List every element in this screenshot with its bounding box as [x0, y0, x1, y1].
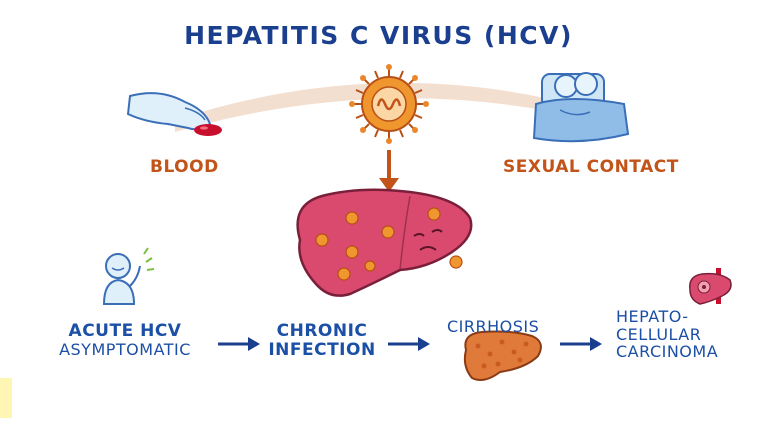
down-arrow-icon — [379, 150, 399, 192]
acute-hcv-stage: ACUTE HCV ASYMPTOMATIC — [55, 322, 195, 358]
waving-person-icon — [104, 248, 154, 304]
blood-label: BLOOD — [150, 158, 219, 177]
chronic-infection-stage: CHRONIC INFECTION — [262, 322, 382, 359]
diagram-title: HEPATITIS C VIRUS (HCV) — [0, 22, 757, 50]
hcc-stage: HEPATO- CELLULAR CARCINOMA — [616, 308, 746, 361]
infected-liver-icon — [298, 190, 472, 296]
asymptomatic-label: ASYMPTOMATIC — [55, 341, 195, 359]
cirrhosis-label: CIRRHOSIS — [447, 318, 539, 336]
sexual-contact-label: SEXUAL CONTACT — [503, 158, 679, 177]
cirrhotic-liver-icon — [465, 332, 541, 381]
infection-label: INFECTION — [262, 341, 382, 360]
right-arrow-icon — [218, 337, 260, 351]
chronic-label: CHRONIC — [262, 322, 382, 341]
acute-hcv-label: ACUTE HCV — [55, 322, 195, 341]
right-arrow-icon — [560, 337, 602, 351]
carcinoma-label: CARCINOMA — [616, 343, 746, 361]
virus-icon — [349, 64, 429, 144]
cellular-label: CELLULAR — [616, 326, 746, 344]
edge-highlight — [0, 378, 12, 418]
cancer-liver-icon — [690, 268, 731, 304]
couple-in-bed-icon — [534, 73, 628, 141]
right-arrow-icon — [388, 337, 430, 351]
hepato-label: HEPATO- — [616, 308, 746, 326]
